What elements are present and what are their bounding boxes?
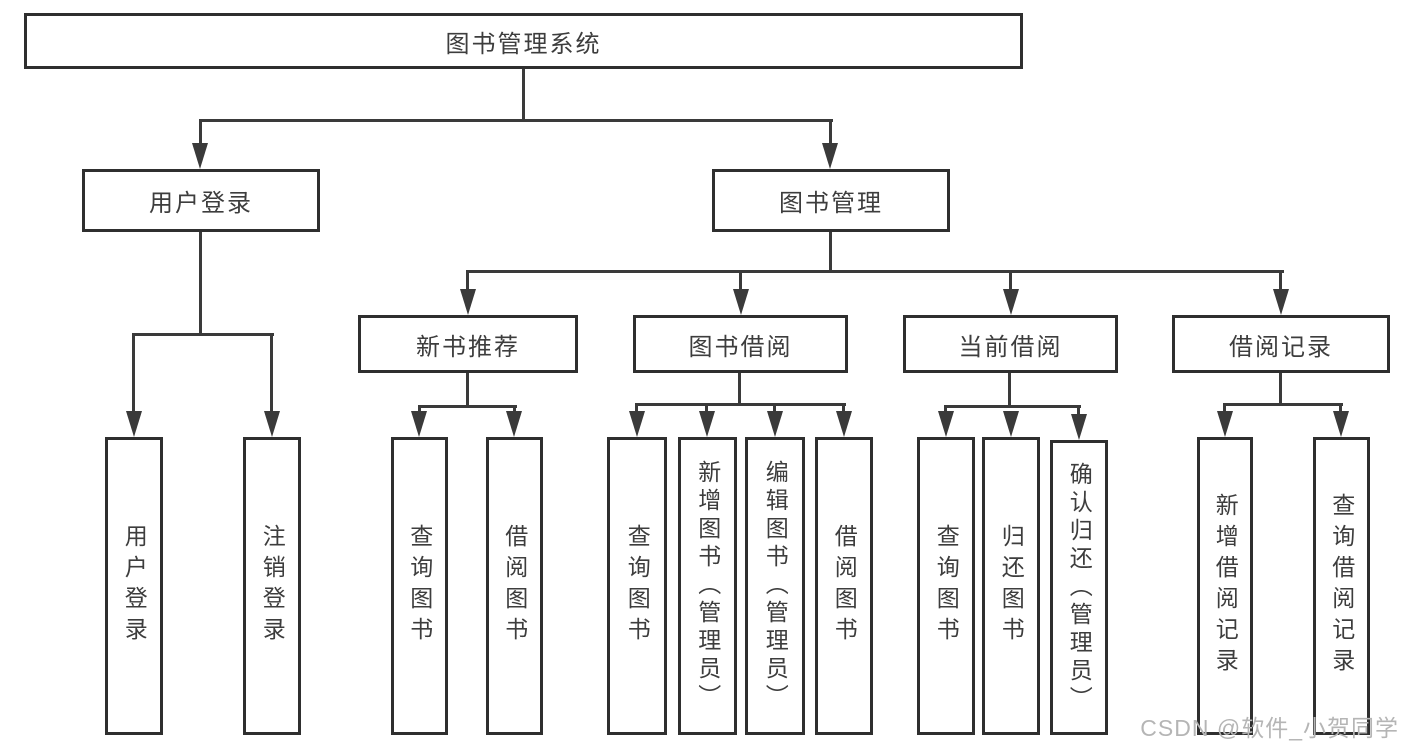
connector-line — [418, 405, 517, 408]
leaf-current-query-book-label: 查询图书 — [933, 524, 960, 648]
leaf-rec-borrow-book: 借阅图书 — [486, 437, 543, 735]
connector-line — [1279, 373, 1282, 406]
connector-line — [1223, 403, 1226, 415]
node-user-login-label: 用户登录 — [149, 190, 253, 217]
arrowhead-down-icon — [629, 411, 645, 437]
arrowhead-down-icon — [264, 411, 280, 437]
arrowhead-down-icon — [822, 143, 838, 169]
leaf-borrow-edit-book-admin-label: 编辑图书（管理员） — [762, 460, 789, 712]
node-borrow-records-label: 借阅记录 — [1229, 333, 1333, 361]
connector-line — [513, 405, 516, 415]
arrowhead-down-icon — [767, 411, 783, 437]
arrowhead-down-icon — [126, 411, 142, 437]
leaf-current-confirm-return-admin-label: 确认归还（管理员） — [1066, 461, 1093, 714]
leaf-borrow-add-book-admin: 新增图书（管理员） — [678, 437, 737, 735]
connector-line — [1008, 373, 1011, 408]
connector-line — [199, 232, 202, 336]
node-new-book-recommend-label: 新书推荐 — [416, 333, 520, 361]
node-root: 图书管理系统 — [24, 13, 1023, 69]
leaf-logout-label: 注销登录 — [259, 524, 286, 648]
arrowhead-down-icon — [192, 143, 208, 169]
connector-line — [635, 403, 846, 406]
leaf-user-login-label: 用户登录 — [121, 524, 148, 648]
connector-line — [1009, 270, 1012, 294]
leaf-borrow-borrow-book-label: 借阅图书 — [831, 524, 858, 648]
leaf-rec-borrow-book-label: 借阅图书 — [501, 524, 528, 648]
leaf-records-query-record-label: 查询借阅记录 — [1328, 493, 1355, 679]
connector-line — [829, 232, 832, 273]
node-root-label: 图书管理系统 — [445, 30, 602, 58]
leaf-records-add-record: 新增借阅记录 — [1197, 437, 1253, 735]
leaf-borrow-add-book-admin-label: 新增图书（管理员） — [694, 460, 721, 712]
node-book-borrow: 图书借阅 — [633, 315, 848, 373]
connector-line — [270, 333, 273, 415]
arrowhead-down-icon — [460, 289, 476, 315]
leaf-current-query-book: 查询图书 — [917, 437, 975, 735]
arrowhead-down-icon — [1217, 411, 1233, 437]
connector-line — [944, 405, 947, 415]
arrowhead-down-icon — [1071, 414, 1087, 440]
leaf-borrow-borrow-book: 借阅图书 — [815, 437, 873, 735]
connector-line — [773, 403, 776, 415]
connector-line — [1279, 270, 1282, 294]
leaf-rec-query-book: 查询图书 — [391, 437, 448, 735]
arrowhead-down-icon — [733, 289, 749, 315]
arrowhead-down-icon — [699, 411, 715, 437]
leaf-user-login: 用户登录 — [105, 437, 163, 735]
node-book-borrow-label: 图书借阅 — [688, 333, 793, 361]
connector-line — [199, 119, 202, 151]
connector-line — [418, 405, 421, 415]
arrowhead-down-icon — [1273, 289, 1289, 315]
watermark-text: CSDN @软件_小贺同学 — [1140, 715, 1399, 741]
connector-line — [738, 373, 741, 406]
leaf-records-query-record: 查询借阅记录 — [1313, 437, 1370, 735]
connector-line — [466, 270, 1284, 273]
connector-line — [132, 333, 135, 415]
connector-line — [739, 270, 742, 294]
node-current-borrow-label: 当前借阅 — [958, 333, 1063, 361]
arrowhead-down-icon — [1003, 289, 1019, 315]
connector-line — [466, 373, 469, 408]
arrowhead-down-icon — [506, 411, 522, 437]
leaf-records-add-record-label: 新增借阅记录 — [1212, 493, 1239, 679]
leaf-logout: 注销登录 — [243, 437, 301, 735]
connector-line — [829, 119, 832, 151]
connector-line — [944, 405, 1081, 408]
node-borrow-records: 借阅记录 — [1172, 315, 1390, 373]
node-book-management-label: 图书管理 — [779, 190, 883, 217]
arrowhead-down-icon — [411, 411, 427, 437]
leaf-current-return-book-label: 归还图书 — [998, 524, 1025, 648]
leaf-borrow-edit-book-admin: 编辑图书（管理员） — [745, 437, 805, 735]
leaf-borrow-query-book-label: 查询图书 — [624, 524, 651, 648]
connector-line — [199, 119, 833, 122]
node-book-management: 图书管理 — [712, 169, 950, 232]
arrowhead-down-icon — [1333, 411, 1349, 437]
connector-line — [466, 270, 469, 294]
leaf-borrow-query-book: 查询图书 — [607, 437, 667, 735]
connector-line — [635, 403, 638, 415]
leaf-rec-query-book-label: 查询图书 — [406, 524, 433, 648]
connector-line — [842, 403, 845, 415]
connector-line — [705, 403, 708, 415]
arrowhead-down-icon — [836, 411, 852, 437]
leaf-current-return-book: 归还图书 — [982, 437, 1040, 735]
arrowhead-down-icon — [938, 411, 954, 437]
connector-line — [1077, 405, 1080, 415]
arrowhead-down-icon — [1003, 411, 1019, 437]
connector-line — [1339, 403, 1342, 415]
connector-line — [1223, 403, 1343, 406]
node-new-book-recommend: 新书推荐 — [358, 315, 578, 373]
node-user-login: 用户登录 — [82, 169, 320, 232]
connector-line — [522, 69, 525, 121]
connector-line — [132, 333, 274, 336]
node-current-borrow: 当前借阅 — [903, 315, 1118, 373]
leaf-current-confirm-return-admin: 确认归还（管理员） — [1050, 440, 1108, 735]
